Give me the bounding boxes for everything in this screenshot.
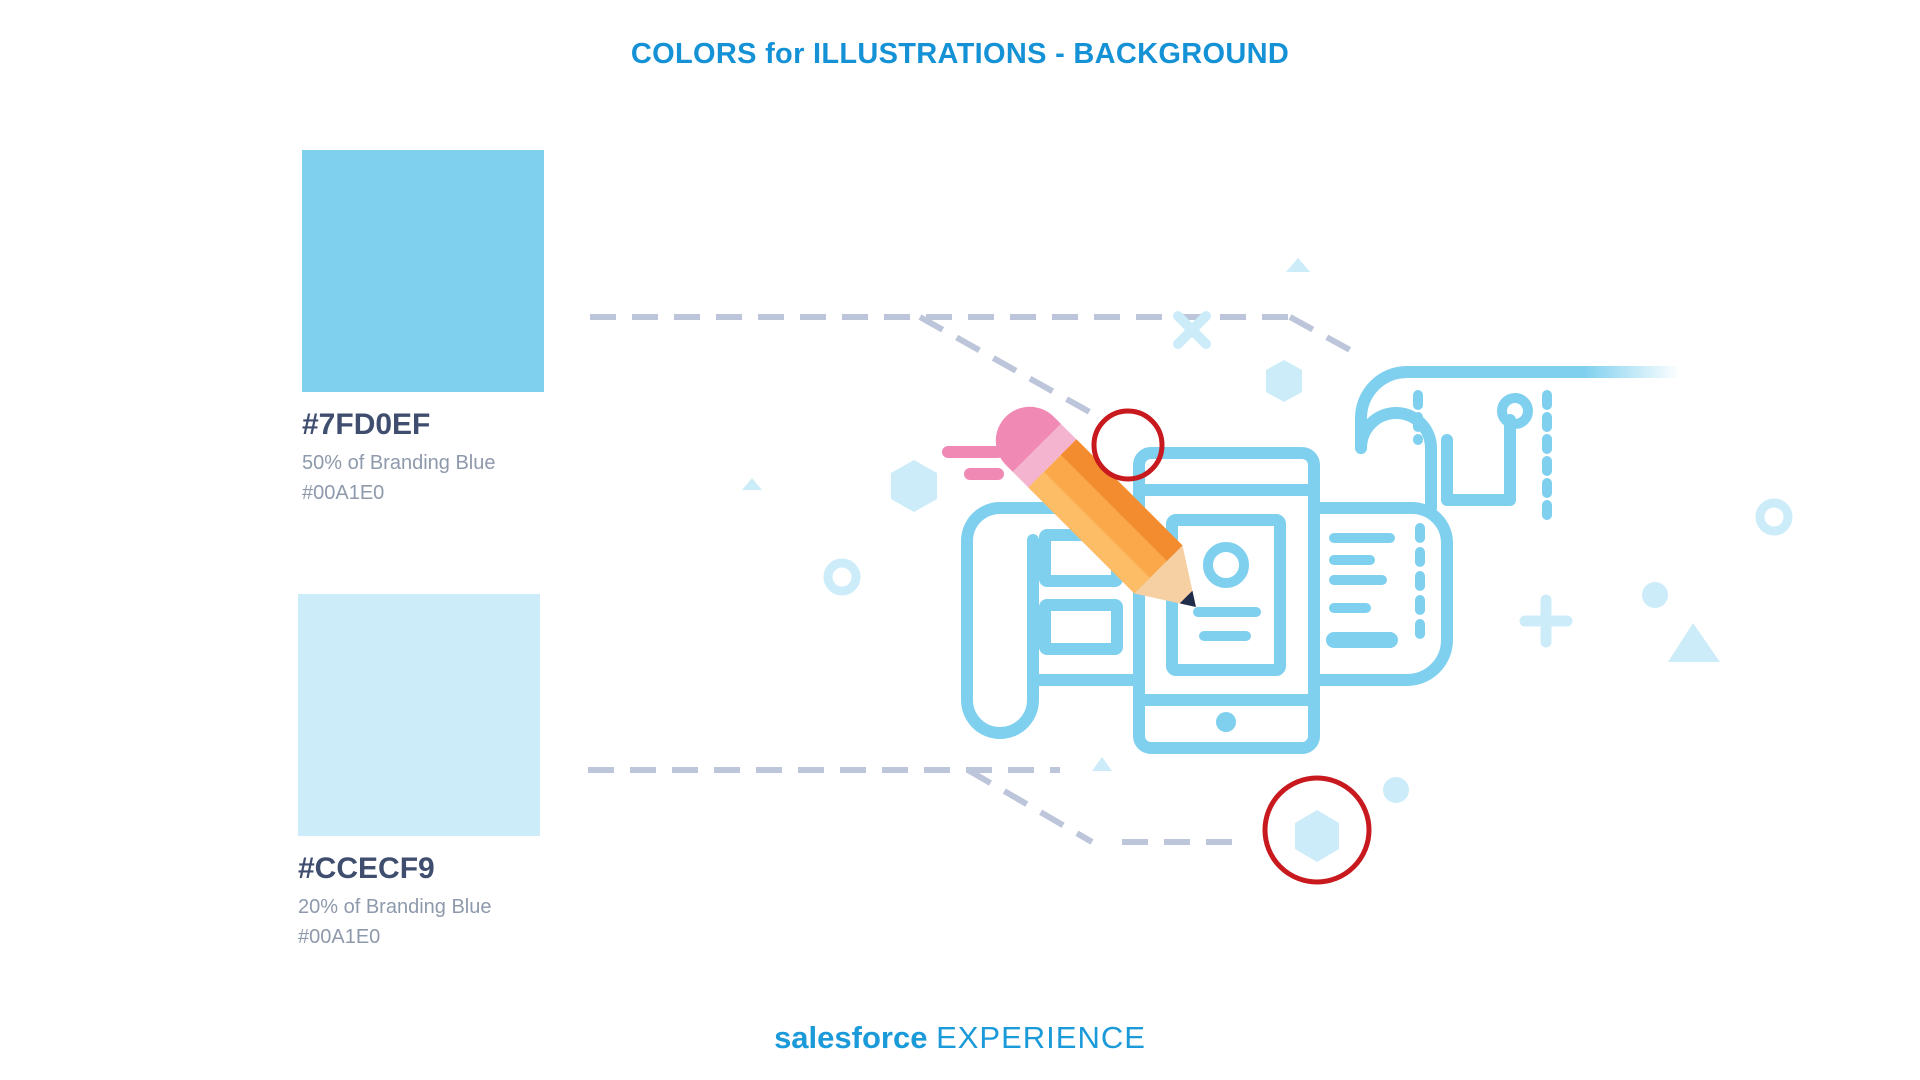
swatch-2-description: 20% of Branding Blue <box>298 896 492 918</box>
swatch-1-base: #00A1E0 <box>302 482 385 504</box>
phone-home-button <box>1216 712 1236 732</box>
highlight-circle-2 <box>1262 775 1372 885</box>
swatch-2-base: #00A1E0 <box>298 926 381 948</box>
footer-suffix: EXPERIENCE <box>936 1020 1146 1055</box>
highlight-circle-1 <box>1091 408 1165 482</box>
ring-icons <box>823 498 1793 596</box>
plus-icon <box>1519 594 1573 648</box>
swatch-1: #7FD0EF 50% of Branding Blue #00A1E0 <box>302 150 544 508</box>
swatch-2: #CCECF9 20% of Branding Blue #00A1E0 <box>298 594 540 952</box>
dashed-connector-top <box>590 314 1352 418</box>
footer-logo: salesforce EXPERIENCE <box>0 1020 1920 1056</box>
blueprint-scroll <box>961 366 1686 739</box>
pencil-icon <box>995 406 1196 607</box>
footer-brand: salesforce <box>774 1020 928 1055</box>
swatch-1-description: 50% of Branding Blue <box>302 452 496 474</box>
x-icon <box>1173 311 1211 349</box>
swatch-2-hex: #CCECF9 <box>298 852 435 885</box>
swatch-2-color-box <box>298 594 540 836</box>
swatch-1-hex: #7FD0EF <box>302 408 431 441</box>
dashed-connector-bottom <box>588 767 1235 845</box>
page-title: COLORS for ILLUSTRATIONS - BACKGROUND <box>630 38 1290 70</box>
decorative-shapes <box>742 258 1720 862</box>
swatch-1-color-box <box>302 150 544 392</box>
highlight-circles <box>1091 408 1372 885</box>
motion-lines <box>942 446 1004 480</box>
phone-icon <box>1133 447 1320 754</box>
